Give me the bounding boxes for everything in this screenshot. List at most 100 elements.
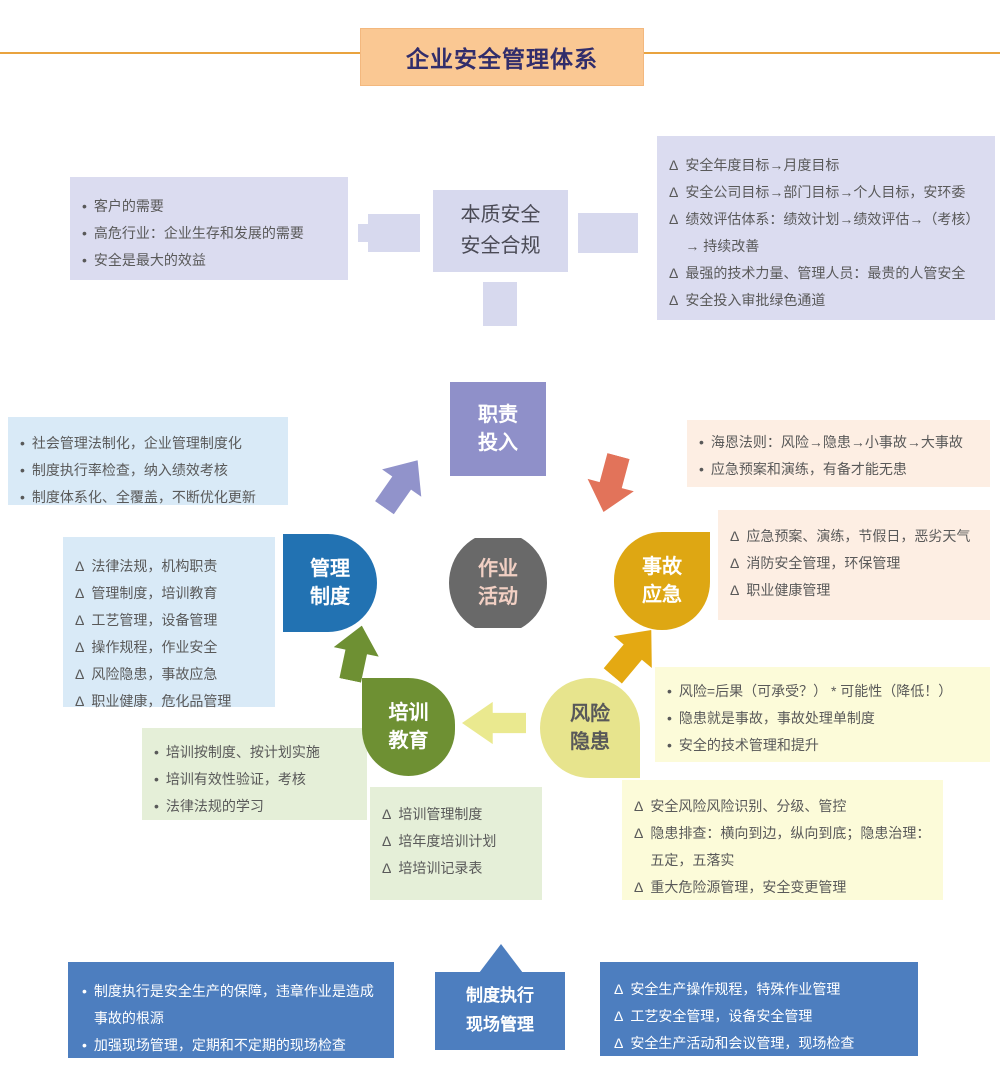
- bullet-marker: •: [154, 744, 159, 760]
- box-risk-formula: •风险=后果（可承受？） * 可能性（降低！）•隐患就是事故，事故处理单制度•安…: [655, 667, 990, 762]
- bullet-marker: Δ: [75, 585, 85, 601]
- bullet-marker: •: [667, 737, 672, 753]
- list-item: •安全的技术管理和提升: [667, 732, 978, 759]
- arrow-risk-to-training-icon: [462, 700, 526, 746]
- bullet-marker: •: [20, 489, 25, 505]
- box-execution-left: •制度执行是安全生产的保障，违章作业是造成事故的根源•加强现场管理，定期和不定期…: [68, 962, 394, 1058]
- list-item: •社会管理法制化，企业管理制度化: [20, 430, 276, 457]
- node-accident-response: 事故 应急: [614, 532, 710, 630]
- list-item: •制度执行率检查，纳入绩效考核: [20, 457, 276, 484]
- list-item: •加强现场管理，定期和不定期的现场检查: [82, 1032, 380, 1059]
- box-heinrich-law: •海恩法则：风险→隐患→小事故→大事故•应急预案和演练，有备才能无患: [687, 420, 990, 487]
- list-item: •制度体系化、全覆盖，不断优化更新: [20, 484, 276, 511]
- bullet-marker: •: [82, 198, 87, 214]
- bullet-marker: •: [20, 435, 25, 451]
- bullet-marker: Δ: [614, 981, 624, 997]
- node-work-activity: 作业 活动: [449, 538, 547, 628]
- bullet-marker: •: [82, 252, 87, 268]
- list-item: •风险=后果（可承受？） * 可能性（降低！）: [667, 678, 978, 705]
- customer-needs-list: •客户的需要•高危行业：企业生存和发展的需要•安全是最大的效益: [82, 193, 336, 274]
- node-risk-hazard: 风险 隐患: [540, 678, 640, 778]
- bullet-marker: Δ: [614, 1035, 624, 1051]
- bullet-marker: Δ: [634, 879, 644, 895]
- arrow-duty-to-accident-icon: [578, 449, 643, 518]
- bullet-marker: Δ: [75, 639, 85, 655]
- box-legal-system: •社会管理法制化，企业管理制度化•制度执行率检查，纳入绩效考核•制度体系化、全覆…: [8, 417, 288, 505]
- list-item: •法律法规的学习: [154, 793, 355, 820]
- training-principles-list: •培训按制度、按计划实施•培训有效性验证，考核•法律法规的学习: [154, 739, 355, 820]
- connector-left-icon: [358, 214, 420, 252]
- list-item: •制度执行是安全生产的保障，违章作业是造成事故的根源: [82, 978, 380, 1032]
- bullet-marker: Δ: [730, 555, 740, 571]
- callout-execution: 制度执行 现场管理: [435, 972, 565, 1050]
- bullet-marker: Δ: [669, 157, 679, 173]
- intrinsic-safety-line2: 安全合规: [460, 235, 541, 257]
- bullet-marker: Δ: [634, 825, 644, 841]
- execution-left-list: •制度执行是安全生产的保障，违章作业是造成事故的根源•加强现场管理，定期和不定期…: [82, 978, 380, 1059]
- bullet-marker: •: [82, 983, 87, 999]
- bullet-marker: •: [154, 798, 159, 814]
- list-item: •高危行业：企业生存和发展的需要: [82, 220, 336, 247]
- list-item: •培训有效性验证，考核: [154, 766, 355, 793]
- bullet-marker: Δ: [730, 528, 740, 544]
- bullet-marker: Δ: [614, 1008, 624, 1024]
- bullet-marker: •: [667, 683, 672, 699]
- page-title: 企业安全管理体系: [360, 28, 644, 86]
- list-item: •应急预案和演练，有备才能无患: [699, 456, 978, 483]
- bullet-marker: Δ: [75, 612, 85, 628]
- box-intrinsic-safety: 本质安全 安全合规: [433, 190, 568, 272]
- node-duty-investment: 职责 投入: [450, 382, 546, 476]
- box-customer-needs: •客户的需要•高危行业：企业生存和发展的需要•安全是最大的效益: [70, 177, 348, 280]
- intrinsic-safety-line1: 本质安全: [460, 204, 541, 226]
- list-item: •安全是最大的效益: [82, 247, 336, 274]
- risk-formula-list: •风险=后果（可承受？） * 可能性（降低！）•隐患就是事故，事故处理单制度•安…: [667, 678, 978, 759]
- bullet-marker: •: [82, 225, 87, 241]
- node-training-education: 培训 教育: [362, 678, 455, 776]
- bullet-marker: •: [699, 434, 704, 450]
- list-item: •海恩法则：风险→隐患→小事故→大事故: [699, 429, 978, 456]
- connector-right-icon: [578, 213, 638, 253]
- bullet-marker: Δ: [382, 833, 392, 849]
- bullet-marker: •: [699, 461, 704, 477]
- bullet-marker: Δ: [75, 693, 85, 709]
- bullet-marker: •: [667, 710, 672, 726]
- bullet-marker: Δ: [669, 292, 679, 308]
- bullet-marker: Δ: [382, 860, 392, 876]
- heinrich-law-list: •海恩法则：风险→隐患→小事故→大事故•应急预案和演练，有备才能无患: [699, 429, 978, 483]
- bullet-marker: Δ: [669, 184, 679, 200]
- arrow-management-to-duty-icon: [363, 445, 439, 522]
- list-item: •隐患就是事故，事故处理单制度: [667, 705, 978, 732]
- bullet-marker: •: [154, 771, 159, 787]
- bullet-marker: Δ: [75, 558, 85, 574]
- list-item: •客户的需要: [82, 193, 336, 220]
- bullet-marker: Δ: [669, 265, 679, 281]
- bullet-marker: Δ: [75, 666, 85, 682]
- bullet-marker: Δ: [382, 806, 392, 822]
